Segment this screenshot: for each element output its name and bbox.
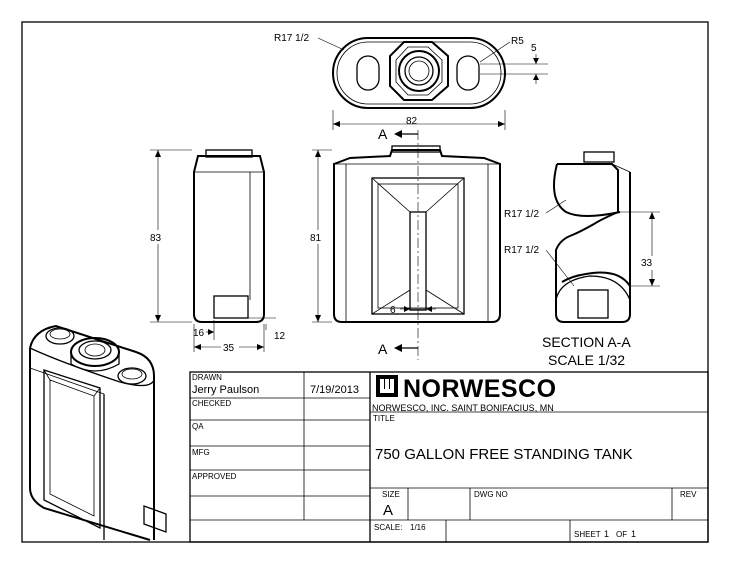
top-width-label: 82 [406,116,418,127]
size-value: A [383,502,393,519]
top-radius-right-label: R5 [511,36,524,47]
rev-label: REV [680,490,697,499]
drawing-title: 750 GALLON FREE STANDING TANK [375,446,633,463]
drawn-date-value: 7/19/2013 [310,384,359,396]
section-caption: SECTION A-A [542,334,631,350]
company-logo: NORWESCO [376,375,557,403]
side-view: 83 16 12 35 [148,149,286,354]
company-address: NORWESCO, INC. SAINT BONIFACIUS, MN [372,403,554,413]
top-small-dim-label: 5 [531,43,537,54]
section-marker-top: A [378,126,388,142]
side-height-label: 83 [150,233,162,244]
title-label: TITLE [373,414,395,423]
side-foot-height-label: 12 [274,331,286,342]
checked-label: CHECKED [192,399,231,408]
top-view: R17 1/2 R5 5 82 [274,33,548,130]
scale-label: SCALE: [374,523,402,532]
title-block: DRAWN Jerry Paulson 7/19/2013 CHECKED QA… [189,371,709,543]
section-radius-lower-label: R17 1/2 [504,245,539,256]
isometric-view [26,324,167,541]
sheet-label: SHEET [574,530,601,539]
dwg-no-label: DWG NO [474,490,508,499]
drawn-label: DRAWN [192,373,222,382]
section-marker-bottom: A [378,341,388,357]
scale-value: 1/16 [410,523,426,532]
qa-label: QA [192,422,204,431]
side-base-offset-label: 16 [193,328,205,339]
mfg-label: MFG [192,448,210,457]
drawn-by-value: Jerry Paulson [192,384,259,396]
top-radius-left-label: R17 1/2 [274,33,309,44]
front-view: A A 81 6 [308,126,501,360]
approved-label: APPROVED [192,472,237,481]
sheet-of: OF [616,530,627,539]
front-height-label: 81 [310,233,322,244]
sheet-number: 1 [604,529,609,539]
company-logo-text: NORWESCO [403,375,557,403]
section-view: R17 1/2 R17 1/2 33 SECTION A-A SCALE 1/3… [504,151,660,368]
section-radius-upper-label: R17 1/2 [504,209,539,220]
section-span-label: 33 [641,258,653,269]
sheet-total: 1 [631,529,636,539]
section-scale: SCALE 1/32 [548,352,625,368]
front-channel-label: 6 [390,305,396,316]
size-label: SIZE [382,490,400,499]
side-depth-label: 35 [223,343,235,354]
